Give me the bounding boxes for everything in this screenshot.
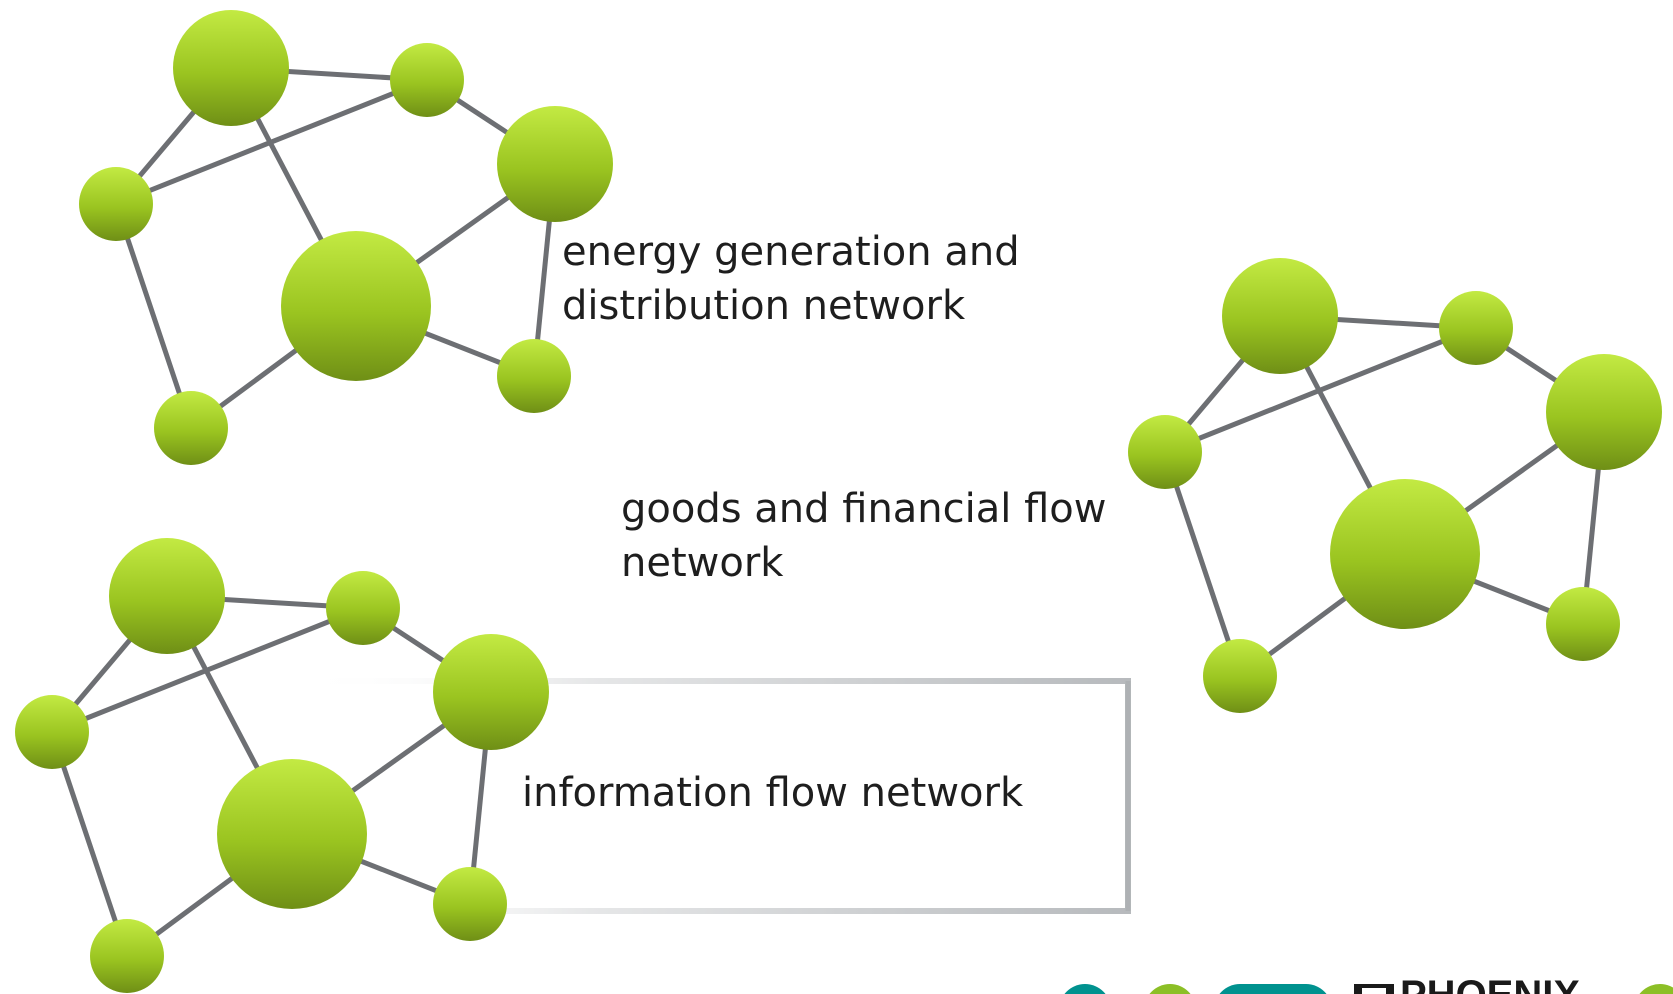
network-node: [497, 339, 571, 413]
network-node: [90, 919, 164, 993]
energy-network-label: energy generation and distribution netwo…: [562, 225, 1020, 333]
phoenix-logo: PHOENIX: [1064, 973, 1673, 994]
network-node: [173, 10, 289, 126]
network-node: [79, 167, 153, 241]
goods-label-line-1: goods and financial flow: [621, 486, 1107, 532]
network-node: [281, 231, 431, 381]
energy-network-graph: [79, 10, 613, 465]
network-node: [1203, 639, 1277, 713]
network-node: [1546, 587, 1620, 661]
network-edge: [115, 77, 428, 207]
network-node: [1439, 291, 1513, 365]
network-node: [1222, 258, 1338, 374]
network-node: [1546, 354, 1662, 470]
info-network-graph: [15, 538, 549, 993]
goods-label-line-2: network: [621, 540, 784, 586]
network-edge: [49, 731, 130, 957]
network-node: [433, 634, 549, 750]
energy-label-line-2: distribution network: [562, 283, 966, 329]
info-network-label: information flow network: [522, 766, 1023, 820]
network-edge: [51, 605, 364, 735]
goods-network-label: goods and financial flow network: [621, 482, 1107, 590]
network-node: [326, 571, 400, 645]
network-node: [390, 43, 464, 117]
energy-label-line-1: energy generation and: [562, 229, 1020, 275]
network-edge: [1164, 325, 1477, 455]
network-node: [433, 867, 507, 941]
network-node: [15, 695, 89, 769]
network-node: [154, 391, 228, 465]
goods-network-graph: [1128, 258, 1662, 713]
network-edge: [113, 203, 194, 429]
network-node: [497, 106, 613, 222]
network-node: [217, 759, 367, 909]
network-node: [109, 538, 225, 654]
network-node: [1128, 415, 1202, 489]
network-edge: [1162, 451, 1243, 677]
info-label-line-1: information flow network: [522, 770, 1024, 816]
info-frame: [300, 678, 1131, 914]
network-node: [1330, 479, 1480, 629]
logo-text: PHOENIX: [1400, 973, 1580, 994]
